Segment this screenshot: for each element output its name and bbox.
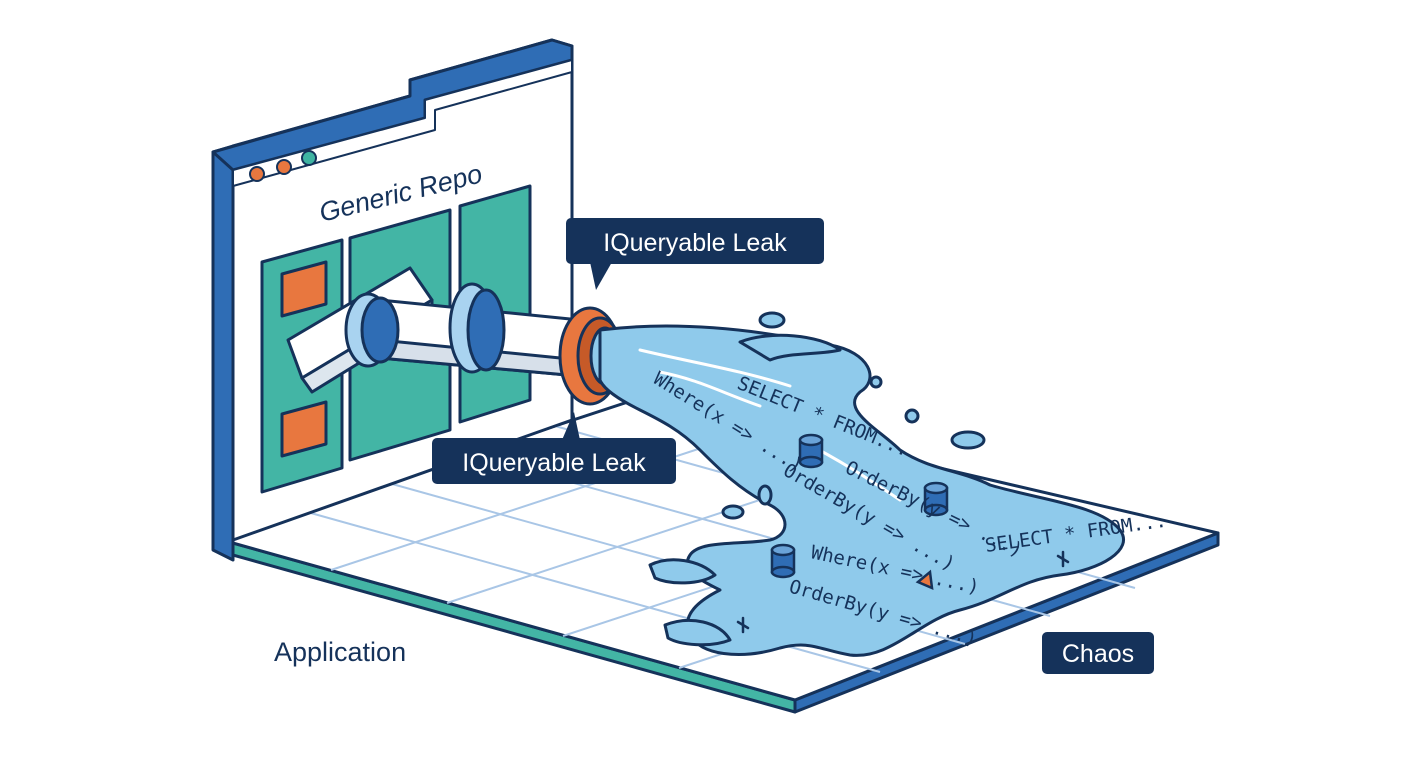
region-label-chaos-text: Chaos	[1062, 640, 1134, 668]
window-dot-maximize-icon	[301, 150, 317, 166]
database-icon	[923, 481, 949, 517]
database-icons	[770, 433, 949, 591]
callout-top: IQueryable Leak	[566, 218, 824, 290]
window-dot-minimize-icon	[276, 159, 292, 175]
region-label-application: Application	[274, 637, 406, 667]
region-label-chaos: Chaos	[1042, 632, 1154, 674]
window-dot-close-icon	[249, 166, 265, 182]
callout-bottom: IQueryable Leak	[432, 412, 676, 484]
database-icon	[770, 543, 796, 579]
callout-bottom-label: IQueryable Leak	[462, 449, 646, 477]
callout-top-label: IQueryable Leak	[603, 229, 787, 257]
warning-triangle-icon	[915, 569, 934, 591]
water-spill	[598, 311, 1125, 657]
database-icon	[798, 433, 824, 469]
cross-marks	[736, 550, 1070, 634]
